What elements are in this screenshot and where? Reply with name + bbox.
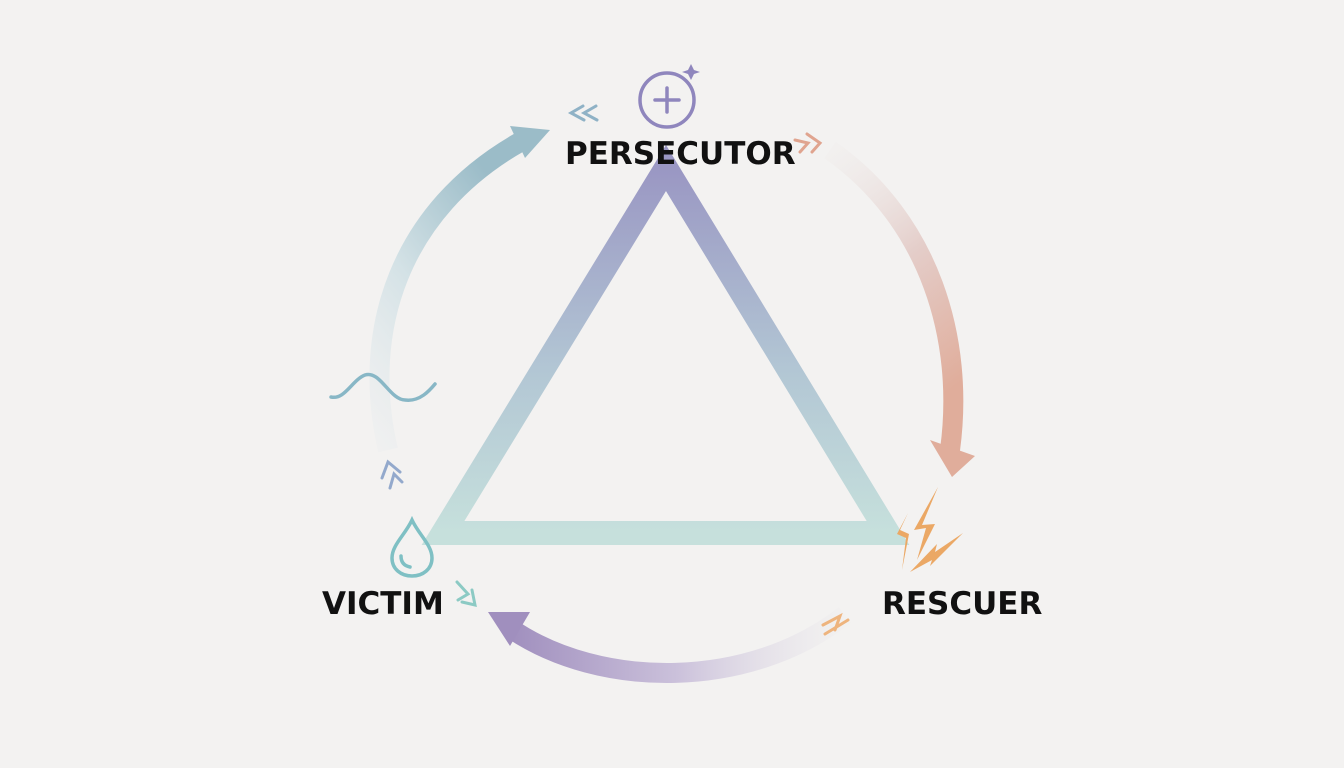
arrow-rescuer-to-victim <box>504 607 852 683</box>
lightning-icon <box>897 487 963 572</box>
arrowhead-bottom <box>488 612 530 646</box>
role-label-rescuer: RESCUER <box>882 586 1043 622</box>
double-chevron-icon <box>793 132 823 154</box>
arrowhead-right <box>930 440 975 477</box>
arrow-victim-to-persecutor <box>369 133 525 453</box>
triangle <box>421 144 910 545</box>
double-chevron-icon <box>821 612 850 636</box>
arrowhead-left <box>510 126 550 158</box>
double-chevron-icon <box>567 104 599 122</box>
wave-icon <box>329 372 437 402</box>
circle-plus-sparkle-icon <box>638 64 700 129</box>
arrow-persecutor-to-rescuer <box>824 141 964 452</box>
water-drop-icon <box>390 515 434 578</box>
double-chevron-icon <box>380 459 404 490</box>
role-label-victim: VICTIM <box>322 586 444 622</box>
double-chevron-icon <box>455 580 477 607</box>
role-label-persecutor: PERSECUTOR <box>565 136 796 172</box>
